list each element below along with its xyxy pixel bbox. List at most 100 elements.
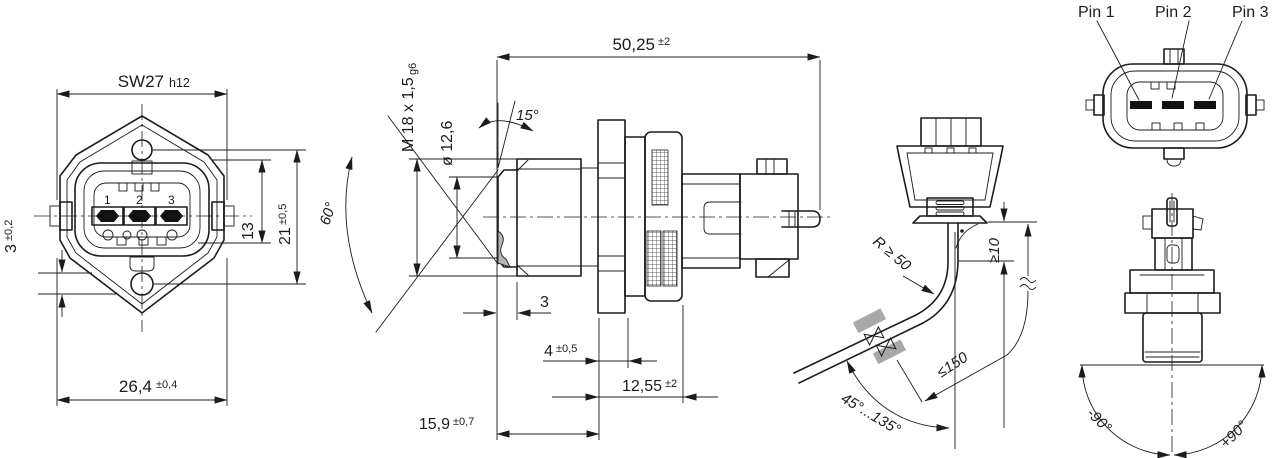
sensor-body-inner-contour bbox=[66, 124, 218, 305]
seal-surface-patch bbox=[497, 230, 511, 268]
plug-side-tab-right bbox=[1245, 94, 1265, 116]
seat-angle-label: 15° bbox=[516, 107, 539, 124]
bend-start-arc bbox=[955, 223, 979, 249]
pin3-number: 3 bbox=[168, 193, 175, 207]
dim-12-55-tol: ±2 bbox=[665, 378, 677, 390]
dim-3-offset-value: 3 bbox=[3, 244, 20, 253]
clamp-leader bbox=[896, 359, 923, 403]
orientation-sensor bbox=[1124, 197, 1221, 363]
connector-neck bbox=[681, 173, 742, 269]
terminal-blade bbox=[781, 210, 821, 228]
bend-radius-label: R ≥ 50 bbox=[869, 233, 914, 275]
cable-angle-label: 45°...135° bbox=[838, 390, 904, 439]
dim-4: 4 ±0,5 bbox=[543, 318, 657, 440]
connector-shroud-mid bbox=[83, 170, 201, 249]
dim-bend-radius: R ≥ 50 bbox=[869, 233, 935, 295]
dim-cable-angle: 45°...135° bbox=[838, 360, 950, 439]
swing-ccw-label: -90° bbox=[1083, 405, 1115, 437]
dim-21-tol: ±0,5 bbox=[277, 204, 289, 225]
min-straight-label: ≥10 bbox=[986, 237, 1003, 263]
dim-12-55: 12,55 ±2 bbox=[552, 305, 718, 403]
clamp-symbol-1 bbox=[863, 325, 885, 347]
dim-15-9-tol: ±0,7 bbox=[453, 416, 474, 428]
dim-3-tip-value: 3 bbox=[540, 294, 549, 311]
pin2-number: 2 bbox=[136, 193, 143, 207]
dim-sw27: SW27 h12 bbox=[56, 72, 228, 200]
dim-13-value: 13 bbox=[240, 222, 257, 240]
dim-21-value: 21 bbox=[277, 227, 294, 245]
dim-sw27-tol: h12 bbox=[169, 76, 190, 90]
dim-min-straight: ≥10 bbox=[958, 202, 1037, 428]
pin-leader-lines bbox=[1096, 20, 1243, 101]
plug-face-mid bbox=[1110, 70, 1240, 142]
bend-center-mark bbox=[960, 229, 964, 233]
top-locator-hole bbox=[131, 139, 153, 161]
top-locator-tab bbox=[131, 160, 153, 175]
swing-cw-label: +90° bbox=[1217, 418, 1251, 452]
dim-12-55-value: 12,55 bbox=[622, 378, 662, 395]
bottom-locator-hole bbox=[130, 272, 154, 296]
mating-plug bbox=[896, 117, 1004, 224]
dim-3-offset-tol: ±0,2 bbox=[3, 220, 15, 241]
dim-26-4-value: 26,4 bbox=[119, 377, 152, 396]
swing-arc-left bbox=[1078, 364, 1171, 458]
cone-angle-label: 60° bbox=[317, 200, 340, 227]
dim-4-value: 4 bbox=[544, 343, 553, 360]
angle-15: 15° bbox=[478, 100, 539, 169]
pin1-label: Pin 1 bbox=[1078, 4, 1115, 21]
dim-clamp-distance: ≤150 bbox=[924, 223, 1037, 402]
front-view: 1 2 3 SW27 h12 13 21 ±0,5 bbox=[3, 72, 306, 406]
dim-26-4-tol: ±0,4 bbox=[156, 379, 177, 391]
dim-50-25-tol: ±2 bbox=[658, 36, 670, 48]
side-tab-right bbox=[211, 201, 235, 231]
side-view: 50,25 ±2 M 18 x 1,5 g6 ø 12,6 15° bbox=[317, 35, 833, 440]
hex-flange bbox=[597, 119, 626, 314]
side-tab-left bbox=[49, 201, 73, 231]
cable-clamp-1 bbox=[852, 308, 886, 334]
thread-section bbox=[516, 158, 599, 277]
bottom-locator-tab bbox=[129, 256, 155, 272]
sensor-body-outline bbox=[59, 115, 225, 314]
tip-diameter-label: ø 12,6 bbox=[439, 121, 456, 166]
clamp-distance-label: ≤150 bbox=[934, 349, 972, 382]
vent-holes bbox=[102, 229, 178, 241]
cable bbox=[793, 222, 959, 384]
dim-50-25-value: 50,25 bbox=[612, 35, 655, 54]
shroud-castellations bbox=[116, 182, 167, 246]
knurled-cap bbox=[644, 131, 683, 302]
thread-spec-label: M 18 x 1,5 bbox=[400, 77, 417, 152]
terminal-pins bbox=[91, 206, 188, 226]
pin3-label: Pin 3 bbox=[1232, 4, 1269, 21]
cable-clamp-2 bbox=[872, 339, 906, 365]
flange-washer bbox=[624, 136, 646, 297]
clamp-symbol-2 bbox=[875, 336, 897, 358]
plug-top-tab bbox=[1163, 48, 1185, 65]
plug-bottom-tab bbox=[1163, 147, 1185, 167]
plug-pins bbox=[1130, 101, 1216, 109]
dim-26-4: 26,4 ±0,4 bbox=[56, 258, 228, 406]
cable-routing-view: R ≥ 50 ≥10 ≤150 45°...135° bbox=[793, 117, 1037, 449]
dim-4-tol: ±0,5 bbox=[556, 343, 577, 355]
dim-15-9: 15,9 ±0,7 bbox=[419, 416, 600, 438]
plug-side-tab-left bbox=[1085, 94, 1105, 116]
dim-d12-6: ø 12,6 bbox=[439, 121, 497, 259]
plug-castellations bbox=[1150, 81, 1205, 131]
dim-13: 13 bbox=[198, 159, 271, 244]
connector-housing bbox=[739, 158, 799, 278]
thread-fit-label: g6 bbox=[407, 63, 419, 75]
pin2-label: Pin 2 bbox=[1155, 4, 1192, 21]
dim-3-offset: 3 ±0,2 bbox=[3, 220, 117, 317]
angle-60: 60° bbox=[317, 115, 499, 333]
connector-shroud-outer bbox=[74, 162, 210, 257]
dim-21: 21 ±0,5 bbox=[153, 149, 306, 285]
pin-view: Pin 1 Pin 2 Pin 3 bbox=[1078, 4, 1269, 167]
swing-arc-right bbox=[1173, 364, 1266, 458]
dim-sw27-value: SW27 bbox=[118, 72, 164, 91]
dim-3-tip: 3 bbox=[463, 282, 551, 320]
sealing-tip bbox=[497, 169, 518, 268]
dim-m18: M 18 x 1,5 g6 bbox=[400, 63, 517, 277]
pin1-number: 1 bbox=[104, 193, 111, 207]
dim-15-9-value: 15,9 bbox=[419, 416, 450, 433]
